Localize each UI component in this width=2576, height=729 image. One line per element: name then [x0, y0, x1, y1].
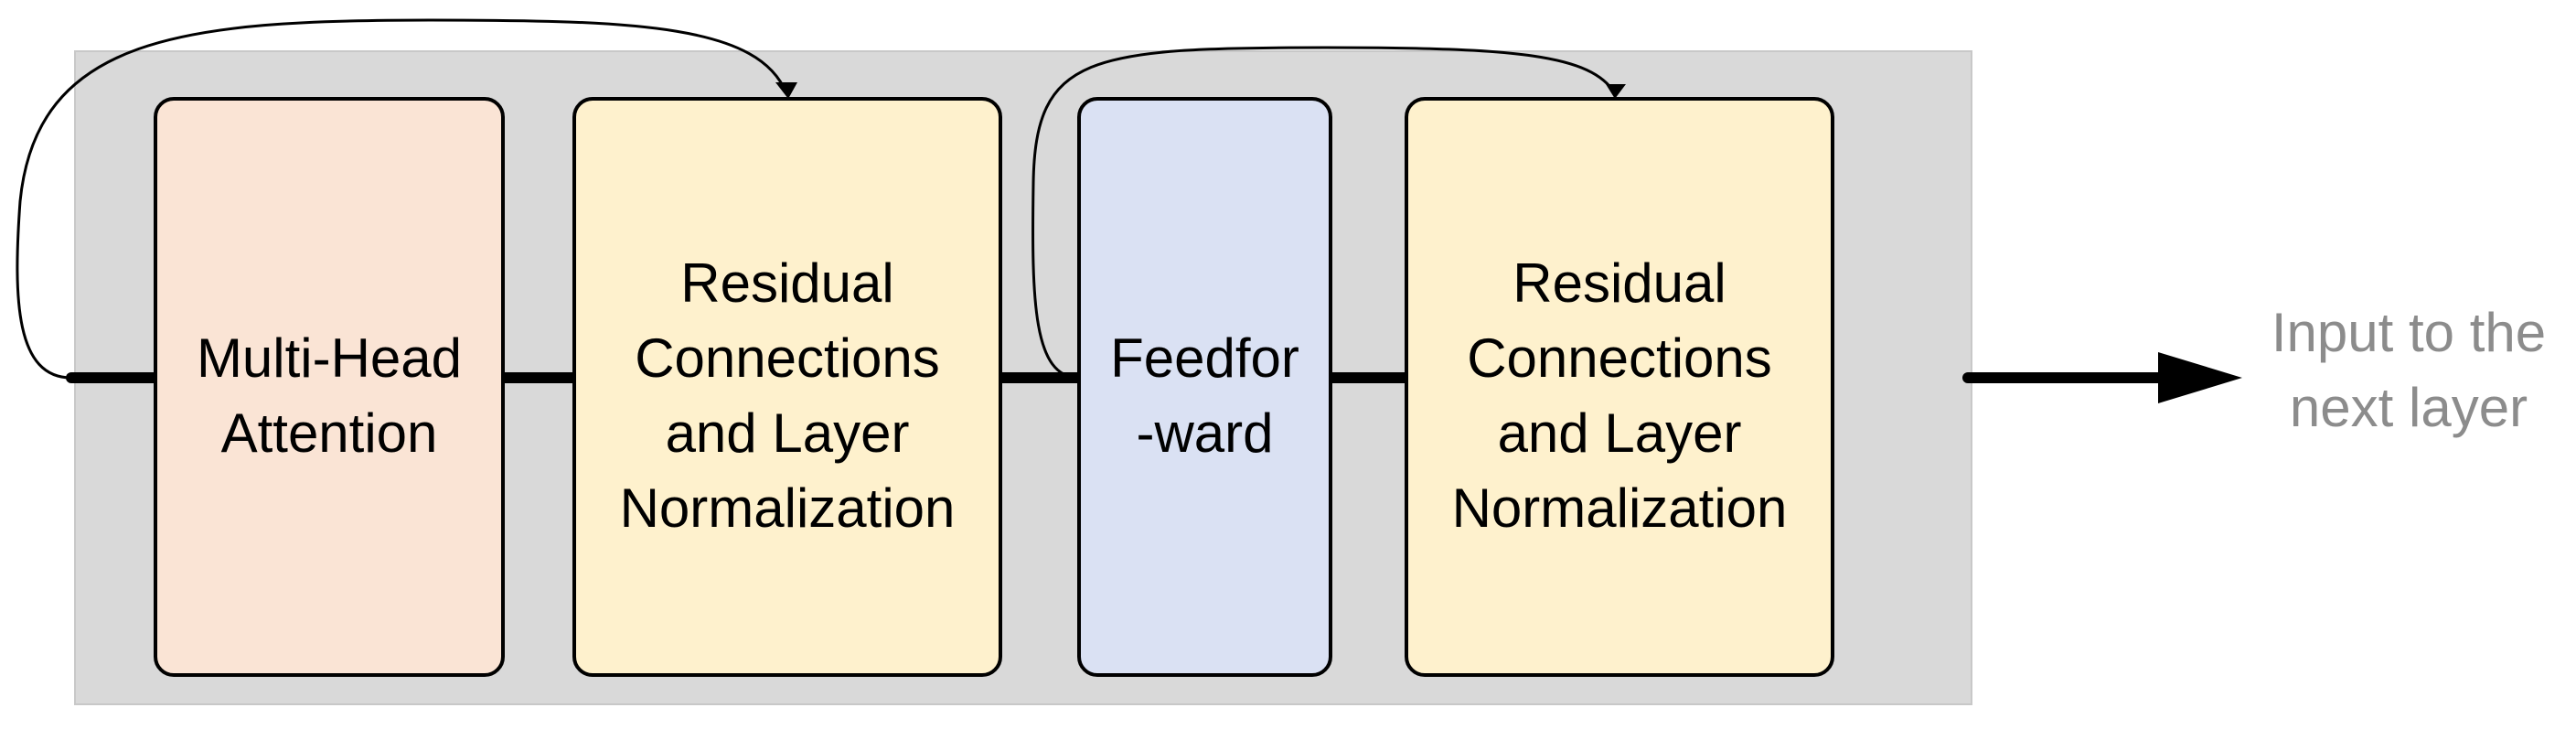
label-line: Residual — [1512, 252, 1726, 314]
residual-skip-arrowhead-1 — [775, 82, 797, 99]
label-line: Connections — [1467, 327, 1772, 389]
label-line: and Layer — [1498, 402, 1742, 464]
residual-skip-arrow-1 — [16, 18, 788, 380]
label-line: Normalization — [620, 477, 956, 539]
label-line: Multi-Head — [197, 327, 462, 389]
svg-text:Feedfor-ward: Feedfor -ward — [1110, 327, 1299, 464]
label-line: Normalization — [1452, 477, 1788, 539]
output-label: Input to the next layer — [2271, 302, 2546, 438]
label-line: Feedfor — [1110, 327, 1299, 389]
label-line: Attention — [221, 402, 438, 464]
label-line: Residual — [680, 252, 893, 314]
residual-skip-arrowhead-2 — [1606, 84, 1626, 99]
label-line: next layer — [2290, 377, 2528, 438]
label-line: Input to the — [2271, 302, 2546, 363]
feedforward-block: Feedfor -ward — [1077, 97, 1332, 677]
residual-skip-arrow-2 — [1031, 46, 1617, 380]
label-line: Connections — [635, 327, 940, 389]
label-line: and Layer — [666, 402, 910, 464]
label-line: -ward — [1136, 402, 1273, 464]
output-arrowhead — [2158, 352, 2242, 403]
